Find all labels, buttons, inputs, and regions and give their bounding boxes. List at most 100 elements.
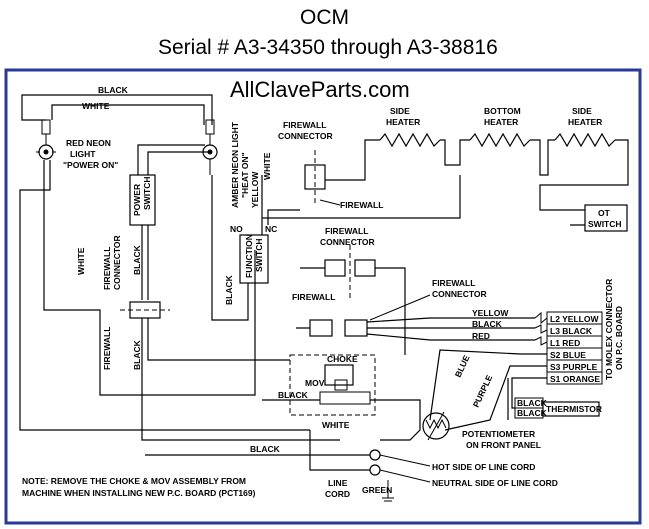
firewall-connector-top <box>304 164 326 190</box>
label-ot-1: OT <box>598 208 611 218</box>
label-black-top: BLACK <box>98 85 129 95</box>
label-hot-side: HOT SIDE OF LINE CORD <box>432 462 535 472</box>
terminal-l2: L2 YELLOW <box>550 314 599 324</box>
firewall-connector-lower <box>309 319 333 337</box>
label-fw-conn-mid-1: FIREWALL <box>325 226 368 236</box>
label-power-switch-2: SWITCH <box>142 176 152 210</box>
power-switch-top-wires <box>137 144 210 175</box>
label-thermistor: THERMISTOR <box>546 404 602 414</box>
function-switch-box <box>239 234 269 284</box>
label-bottom-heater-1: BOTTOM <box>484 106 521 116</box>
amber-neon-light-icon <box>202 119 218 175</box>
line-cord-white <box>309 430 370 471</box>
label-mov: MOV <box>305 378 325 388</box>
label-red-neon-2: LIGHT <box>70 149 96 159</box>
red-neon-light-icon <box>36 119 56 160</box>
terminal-l3: L3 BLACK <box>550 326 593 336</box>
choke-right-wire <box>370 399 421 441</box>
label-nc: NC <box>265 224 277 234</box>
terminal-s1: S1 ORANGE <box>550 374 600 384</box>
function-yellow-wire <box>261 175 461 235</box>
label-fw-conn-mid-2: CONNECTOR <box>320 237 375 247</box>
lower-connector-wires <box>296 317 535 341</box>
side-heater-left-icon <box>379 132 441 148</box>
label-red-wire: RED <box>472 331 490 341</box>
choke-wires <box>230 359 320 401</box>
label-amber-neon-2: "HEAT ON" <box>240 152 250 198</box>
label-yellow-vert: YELLOW <box>250 171 260 208</box>
label-fw-conn-right-1: FIREWALL <box>432 278 475 288</box>
label-side-heater-left-1: SIDE <box>390 106 410 116</box>
watermark: AllClaveParts.com <box>230 77 410 102</box>
label-bottom-heater-2: HEATER <box>484 117 518 127</box>
terminal-s3: S3 PURPLE <box>550 362 598 372</box>
label-side-heater-left-2: HEATER <box>386 117 420 127</box>
function-black-wire <box>211 175 249 321</box>
firewall-top-pointer <box>319 199 341 206</box>
white-top-wire <box>51 104 205 125</box>
label-choke: CHOKE <box>327 354 358 364</box>
firewall-connector-lower-2 <box>344 319 368 337</box>
label-firewall-mid: FIREWALL <box>292 292 335 302</box>
left-black-wire <box>43 160 256 396</box>
label-black-bottom: BLACK <box>250 444 281 454</box>
potentiometer-icon <box>422 411 450 441</box>
firewall-connector-mid-2 <box>354 259 376 277</box>
label-power-switch-1: POWER <box>132 184 142 216</box>
heater-link-2 <box>530 139 555 176</box>
label-neutral-side: NEUTRAL SIDE OF LINE CORD <box>432 478 558 488</box>
firewall-connector-mid <box>324 259 346 277</box>
label-fw-conn-left-2: CONNECTOR <box>112 235 122 290</box>
label-fw-conn-top-1: FIREWALL <box>283 120 326 130</box>
label-blue-wire: BLUE <box>453 353 472 378</box>
label-white-vert: WHITE <box>262 152 272 180</box>
diagram-frame <box>4 68 642 525</box>
label-fw-conn-right-2: CONNECTOR <box>432 289 487 299</box>
choke-mov-assembly <box>289 354 376 416</box>
label-fw-conn-top-2: CONNECTOR <box>278 131 333 141</box>
label-function-switch-2: SWITCH <box>254 238 264 272</box>
side-heater-right-icon <box>554 132 616 148</box>
power-switch-bottom-wires <box>141 225 149 300</box>
black-top-wire <box>21 94 213 125</box>
thermistor-wires <box>507 377 547 420</box>
label-black-therm-2: BLACK <box>517 408 548 418</box>
label-line-cord-1: LINE <box>328 478 348 488</box>
heater-link-1 <box>440 139 470 166</box>
label-amber-neon-1: AMBER NEON LIGHT <box>230 121 240 208</box>
choke-icon <box>324 364 354 386</box>
label-function-switch-1: FUNCTION <box>244 234 254 278</box>
label-white-bottom: WHITE <box>322 420 350 430</box>
ot-leads <box>570 209 585 226</box>
left-connector-wires <box>141 318 340 441</box>
label-red-neon-1: RED NEON <box>66 138 111 148</box>
mov-icon <box>334 379 348 391</box>
mid-connector-wires <box>300 267 406 355</box>
label-black-wire: BLACK <box>472 319 503 329</box>
ot-switch-box <box>584 204 628 232</box>
ot-link <box>539 139 629 211</box>
label-to-molex-2: ON P.C. BOARD <box>614 306 624 370</box>
label-yellow-wire: YELLOW <box>472 308 509 318</box>
label-firewall-top: FIREWALL <box>340 200 383 210</box>
label-red-neon-3: "POWER ON" <box>63 160 118 170</box>
label-firewall-left: FIREWALL <box>102 327 112 370</box>
diagram-title: OCM <box>300 6 349 29</box>
label-side-heater-right-1: SIDE <box>572 106 592 116</box>
choke-terminals <box>319 391 371 405</box>
label-pot-1: POTENTIOMETER <box>462 429 535 439</box>
label-white-left: WHITE <box>76 247 86 275</box>
label-fw-conn-left-1: FIREWALL <box>102 247 112 290</box>
left-white-wire <box>19 160 310 431</box>
side-heater-left-wire <box>325 139 380 181</box>
diagram-subtitle: Serial # A3-34350 through A3-38816 <box>158 36 498 59</box>
label-black-therm-1: BLACK <box>517 398 548 408</box>
bottom-heater-icon <box>469 132 531 148</box>
line-cord-plug-icon <box>369 449 431 502</box>
note-line-1: NOTE: REMOVE THE CHOKE & MOV ASSEMBLY FR… <box>22 476 246 486</box>
terminal-s2: S2 BLUE <box>550 350 586 360</box>
label-line-cord-2: CORD <box>325 489 350 499</box>
label-white-top: WHITE <box>82 101 110 111</box>
label-ot-2: SWITCH <box>588 219 622 229</box>
